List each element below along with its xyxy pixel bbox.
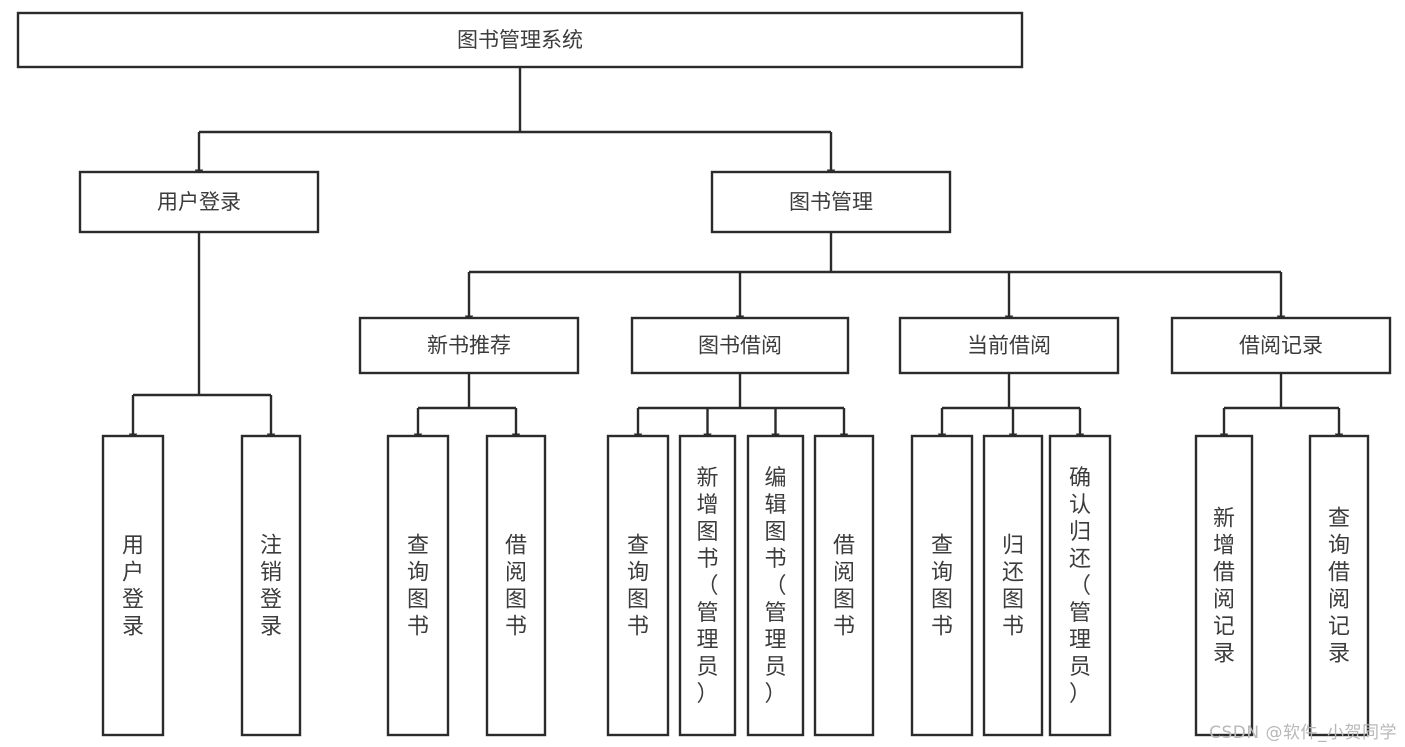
node-leaf-logout[interactable]: 注销登录 — [240, 434, 302, 737]
node-leaf-query-record[interactable]: 查询借阅记录 — [1308, 434, 1370, 737]
node-borrow-record[interactable]: 借阅记录 — [1170, 316, 1392, 375]
node-leaf-add-record-label: 新增借阅记录 — [1213, 507, 1235, 667]
node-book-management[interactable]: 图书管理 — [710, 170, 952, 234]
node-root-system[interactable]: 图书管理系统 — [16, 11, 1024, 69]
node-leaf-confirm-return-label: 确认归还（管理员） — [1069, 466, 1091, 707]
node-leaf-borrow-book-2-box[interactable] — [813, 434, 875, 737]
node-book-management-label: 图书管理 — [789, 190, 873, 214]
node-leaf-query-record-box[interactable] — [1308, 434, 1370, 737]
node-book-borrow-box[interactable] — [630, 316, 850, 375]
node-leaf-return-book[interactable]: 归还图书 — [982, 434, 1044, 737]
node-leaf-borrow-book-1-label: 借阅图书 — [505, 534, 527, 640]
node-borrow-record-label: 借阅记录 — [1239, 334, 1323, 358]
node-borrow-record-box[interactable] — [1170, 316, 1392, 375]
node-leaf-borrow-book-2-label: 借阅图书 — [833, 534, 855, 640]
node-leaf-query-book-3[interactable]: 查询图书 — [910, 434, 974, 737]
node-new-book-recommend-box[interactable] — [358, 316, 580, 375]
node-current-borrow-label: 当前借阅 — [967, 334, 1051, 358]
node-leaf-user-login-label: 用户登录 — [122, 534, 144, 640]
node-leaf-user-login[interactable]: 用户登录 — [101, 434, 165, 737]
node-leaf-user-login-box[interactable] — [101, 434, 165, 737]
node-leaf-query-book-1[interactable]: 查询图书 — [386, 434, 450, 737]
watermark-text: CSDN @软件_小贺同学 — [1209, 723, 1397, 743]
node-leaf-query-book-1-label: 查询图书 — [407, 534, 429, 640]
node-leaf-borrow-book-1-box[interactable] — [485, 434, 547, 737]
node-new-book-recommend-label: 新书推荐 — [427, 334, 511, 358]
node-current-borrow[interactable]: 当前借阅 — [898, 316, 1120, 375]
node-leaf-query-book-3-box[interactable] — [910, 434, 974, 737]
node-leaf-query-book-2-box[interactable] — [606, 434, 670, 737]
connector-layer — [133, 67, 1339, 434]
node-leaf-query-book-1-box[interactable] — [386, 434, 450, 737]
node-leaf-logout-box[interactable] — [240, 434, 302, 737]
node-leaf-add-book-label: 新增图书（管理员） — [696, 466, 718, 707]
node-leaf-logout-label: 注销登录 — [260, 534, 282, 640]
node-leaf-confirm-return-box[interactable] — [1048, 434, 1112, 737]
node-leaf-add-record-box[interactable] — [1194, 434, 1254, 737]
node-root-system-label: 图书管理系统 — [457, 28, 583, 52]
node-book-borrow[interactable]: 图书借阅 — [630, 316, 850, 375]
node-leaf-return-book-box[interactable] — [982, 434, 1044, 737]
node-leaf-query-book-3-label: 查询图书 — [931, 534, 953, 640]
node-new-book-recommend[interactable]: 新书推荐 — [358, 316, 580, 375]
node-leaf-add-book[interactable]: 新增图书（管理员） — [678, 434, 737, 737]
node-leaf-add-record[interactable]: 新增借阅记录 — [1194, 434, 1254, 737]
node-user-login[interactable]: 用户登录 — [78, 170, 320, 234]
node-leaf-edit-book-box[interactable] — [746, 434, 805, 737]
node-user-login-box[interactable] — [78, 170, 320, 234]
node-leaf-query-book-2-label: 查询图书 — [627, 534, 649, 640]
node-leaf-add-book-box[interactable] — [678, 434, 737, 737]
node-user-login-label: 用户登录 — [157, 190, 241, 214]
node-layer: 图书管理系统用户登录图书管理新书推荐图书借阅当前借阅借阅记录用户登录注销登录查询… — [16, 11, 1392, 737]
node-leaf-borrow-book-2[interactable]: 借阅图书 — [813, 434, 875, 737]
node-current-borrow-box[interactable] — [898, 316, 1120, 375]
node-leaf-return-book-label: 归还图书 — [1002, 534, 1024, 640]
node-book-management-box[interactable] — [710, 170, 952, 234]
node-leaf-query-book-2[interactable]: 查询图书 — [606, 434, 670, 737]
node-leaf-confirm-return[interactable]: 确认归还（管理员） — [1048, 434, 1112, 737]
node-root-system-box[interactable] — [16, 11, 1024, 69]
node-leaf-edit-book-label: 编辑图书（管理员） — [764, 466, 786, 707]
node-leaf-edit-book[interactable]: 编辑图书（管理员） — [746, 434, 805, 737]
node-book-borrow-label: 图书借阅 — [698, 334, 782, 358]
node-leaf-query-record-label: 查询借阅记录 — [1328, 507, 1350, 667]
node-leaf-borrow-book-1[interactable]: 借阅图书 — [485, 434, 547, 737]
